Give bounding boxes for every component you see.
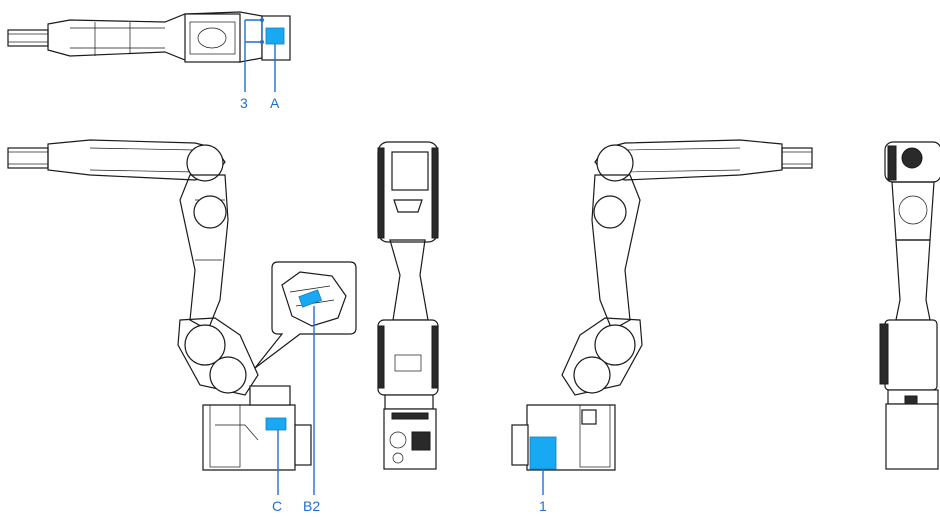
callout-B2: B2	[303, 498, 321, 514]
back-view	[879, 141, 940, 470]
marker-B2	[298, 289, 322, 308]
callout-A: A	[270, 95, 280, 111]
side-view-right	[511, 139, 813, 495]
top-view	[7, 11, 291, 92]
callout-3: 3	[240, 95, 248, 111]
callout-C: C	[272, 498, 283, 514]
marker-1	[529, 436, 557, 470]
marker-A	[265, 27, 285, 45]
marker-C	[265, 417, 287, 431]
callout-1: 1	[539, 498, 547, 514]
side-view-left	[7, 139, 357, 495]
front-view	[377, 141, 439, 470]
